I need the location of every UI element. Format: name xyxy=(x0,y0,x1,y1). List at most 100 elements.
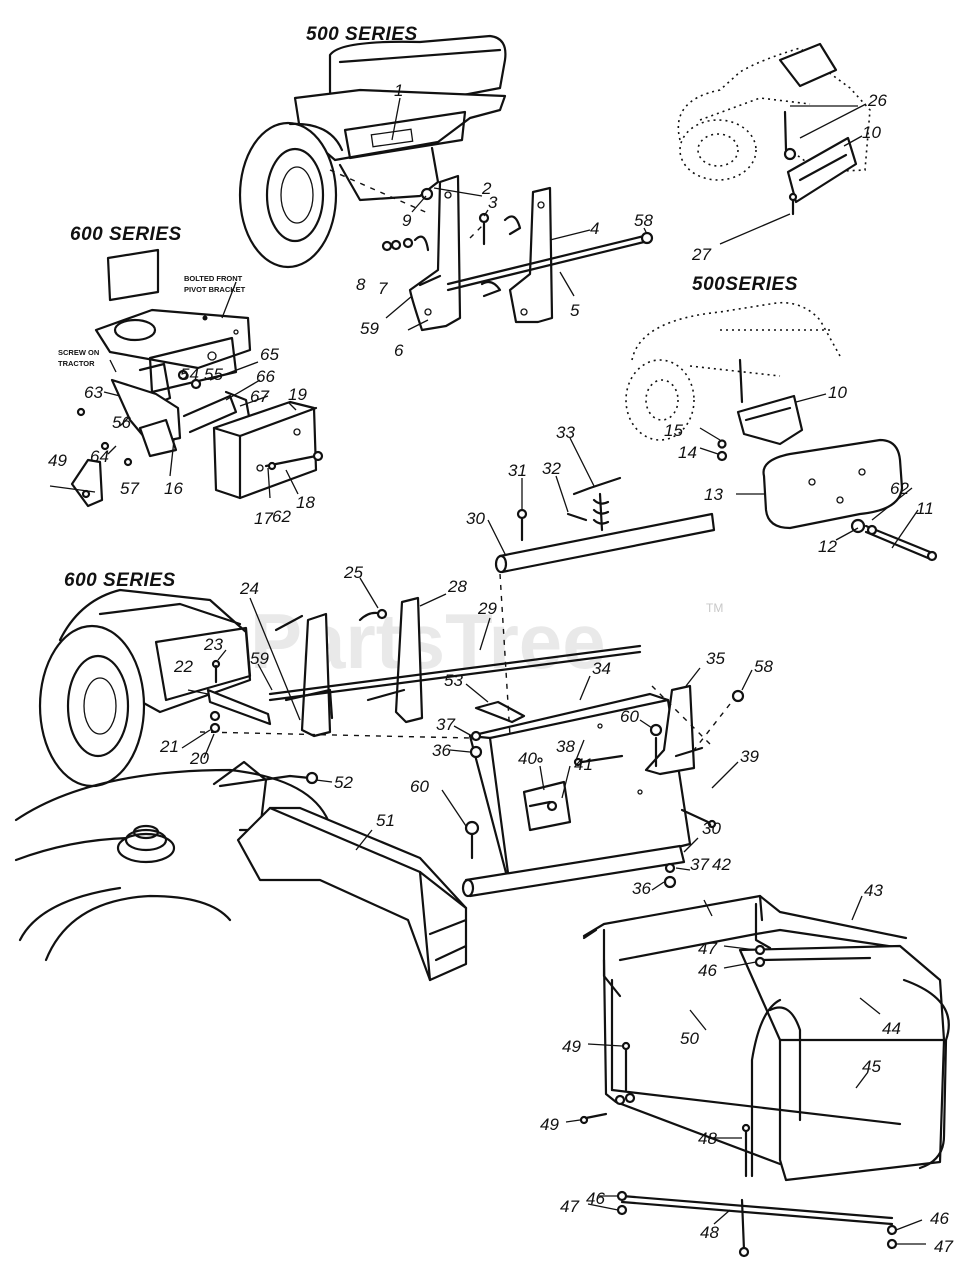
callout: 45 xyxy=(862,1057,881,1076)
series-labels: 500 SERIES 600 SERIES 500SERIES 600 SERI… xyxy=(64,24,797,591)
callout: 50 xyxy=(680,1029,699,1048)
note-bolted-front-1: BOLTED FRONT xyxy=(184,274,243,283)
callouts: 1 2 3 4 58 9 8 7 5 59 6 26 10 27 65 54 5… xyxy=(48,81,953,1256)
callout: 32 xyxy=(542,459,561,478)
callout: 51 xyxy=(376,811,395,830)
callout: 23 xyxy=(203,635,223,654)
callout: 47 xyxy=(934,1237,953,1256)
callout: 49 xyxy=(48,451,67,470)
series-label-600-mid: 600 SERIES xyxy=(64,570,176,591)
callout: 59 xyxy=(250,649,269,668)
callout: 16 xyxy=(164,479,183,498)
callout: 60 xyxy=(620,707,639,726)
callout: 63 xyxy=(84,383,103,402)
callout: 46 xyxy=(586,1189,605,1208)
callout: 49 xyxy=(562,1037,581,1056)
callout: 53 xyxy=(444,671,463,690)
callout: 62 xyxy=(272,507,291,526)
callout: 26 xyxy=(867,91,887,110)
callout: 40 xyxy=(518,749,537,768)
callout: 21 xyxy=(159,737,179,756)
callout: 33 xyxy=(556,423,575,442)
callout: 60 xyxy=(410,777,429,796)
hitch-500-top xyxy=(329,169,654,332)
note-screw-on-1: SCREW ON xyxy=(58,348,99,357)
callout: 10 xyxy=(862,123,881,142)
tractor-500-top-right xyxy=(677,42,871,216)
callout: 56 xyxy=(112,413,131,432)
callout: 20 xyxy=(189,749,209,768)
callout: 55 xyxy=(204,365,223,384)
callout: 10 xyxy=(828,383,847,402)
callout: 64 xyxy=(90,447,109,466)
callout: 12 xyxy=(818,537,837,556)
callout: 46 xyxy=(698,961,717,980)
callout: 49 xyxy=(540,1115,559,1134)
callout: 18 xyxy=(296,493,315,512)
callout: 25 xyxy=(343,563,363,582)
callout: 47 xyxy=(698,939,717,958)
callout: 11 xyxy=(916,499,934,518)
notes: BOLTED FRONT PIVOT BRACKET SCREW ON TRAC… xyxy=(58,274,246,368)
tractor-600-left xyxy=(49,248,324,508)
callout: 19 xyxy=(288,385,307,404)
callout: 34 xyxy=(592,659,611,678)
callout: 58 xyxy=(754,657,773,676)
watermark-text: PartsTree xyxy=(250,597,606,685)
callout: 67 xyxy=(250,387,269,406)
callout: 4 xyxy=(590,219,599,238)
callout: 42 xyxy=(712,855,731,874)
callout: 36 xyxy=(632,879,651,898)
callout: 28 xyxy=(447,577,467,596)
series-label-600-left: 600 SERIES xyxy=(70,224,182,245)
callout: 27 xyxy=(691,245,711,264)
callout: 37 xyxy=(690,855,709,874)
callout: 15 xyxy=(664,421,683,440)
callout: 37 xyxy=(436,715,455,734)
callout: 6 xyxy=(394,341,404,360)
callout: 22 xyxy=(173,657,193,676)
callout: 36 xyxy=(432,741,451,760)
callout: 13 xyxy=(704,485,723,504)
tractor-500-right xyxy=(625,301,938,562)
callout: 1 xyxy=(394,81,403,100)
watermark-tm: TM xyxy=(706,601,723,615)
tractor-600-mid xyxy=(38,476,745,898)
callout: 7 xyxy=(378,279,388,298)
deck-and-chute xyxy=(14,760,468,982)
callout: 39 xyxy=(740,747,759,766)
callout: 52 xyxy=(334,773,353,792)
callout: 46 xyxy=(930,1209,949,1228)
callout: 47 xyxy=(560,1197,579,1216)
note-screw-on-2: TRACTOR xyxy=(58,359,95,368)
callout: 54 xyxy=(180,365,199,384)
bag-frame xyxy=(579,894,950,1258)
tractor-500-top xyxy=(238,34,507,269)
callout: 30 xyxy=(702,819,721,838)
callout: 8 xyxy=(356,275,366,294)
callout: 17 xyxy=(254,509,273,528)
callout: 30 xyxy=(466,509,485,528)
callout: 48 xyxy=(698,1129,717,1148)
callout: 44 xyxy=(882,1019,901,1038)
callout: 58 xyxy=(634,211,653,230)
note-bolted-front-2: PIVOT BRACKET xyxy=(184,285,246,294)
callout: 5 xyxy=(570,301,580,320)
callout: 66 xyxy=(256,367,275,386)
callout: 48 xyxy=(700,1223,719,1242)
series-label-500-top: 500 SERIES xyxy=(306,24,418,45)
callout: 24 xyxy=(239,579,259,598)
callout: 9 xyxy=(402,211,412,230)
callout: 43 xyxy=(864,881,883,900)
callout: 62 xyxy=(890,479,909,498)
callout: 31 xyxy=(508,461,527,480)
callout: 29 xyxy=(477,599,497,618)
callout: 3 xyxy=(488,193,498,212)
callout: 35 xyxy=(706,649,725,668)
callout: 65 xyxy=(260,345,279,364)
callout: 57 xyxy=(120,479,139,498)
callout: 59 xyxy=(360,319,379,338)
callout: 38 xyxy=(556,737,575,756)
callout: 2 xyxy=(481,179,492,198)
